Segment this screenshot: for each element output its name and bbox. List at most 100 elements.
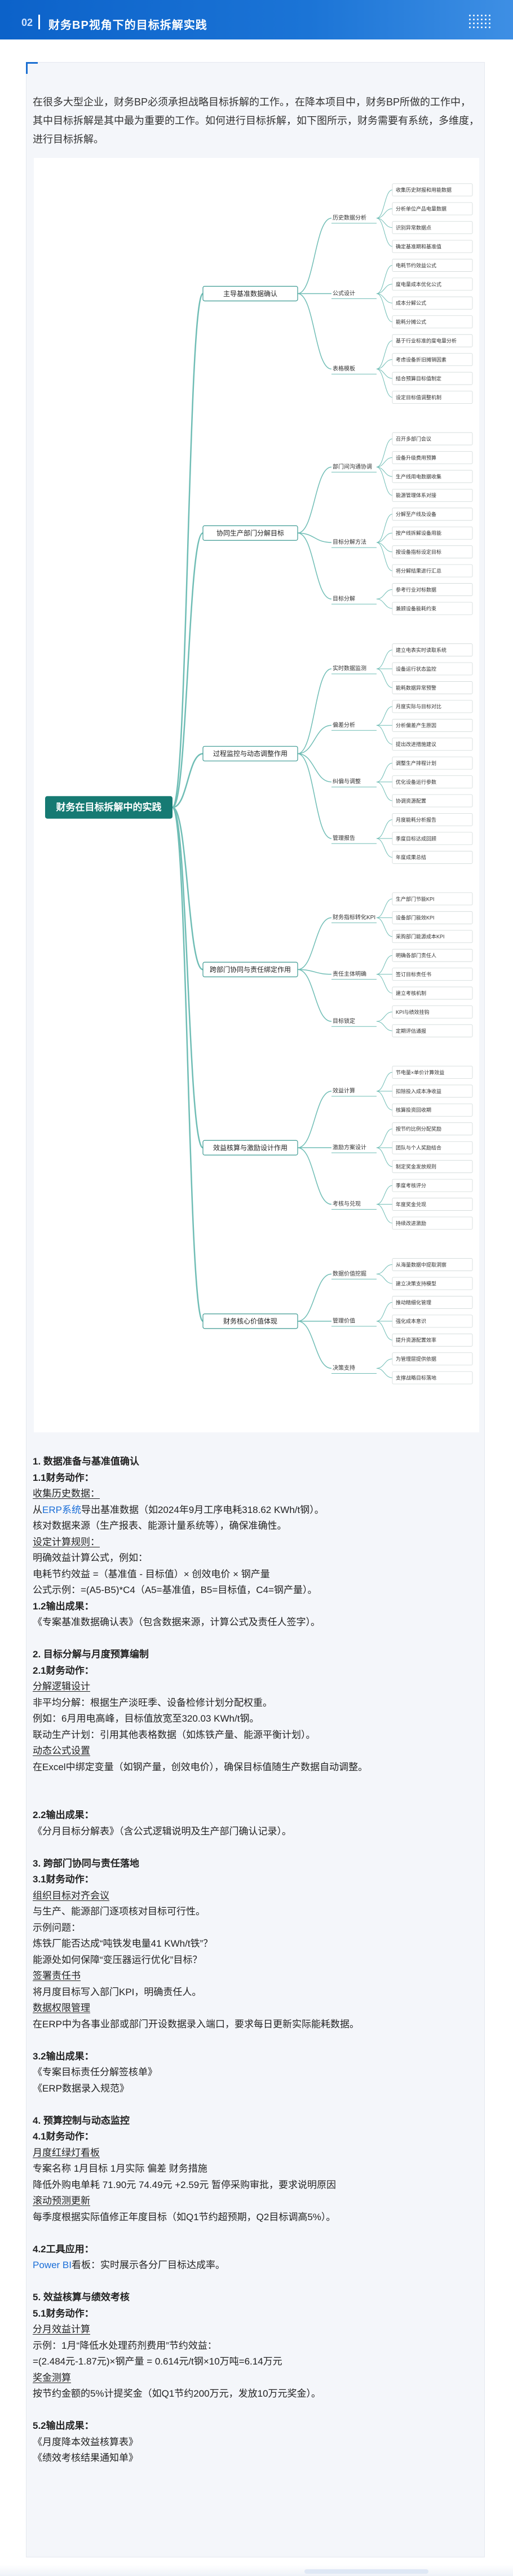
group-connector (297, 969, 332, 975)
mindmap-leaf-label: 按产线拆解设备用能 (396, 530, 441, 536)
inline-link[interactable]: Power BI (33, 2260, 72, 2270)
mindmap-group-label: 决策支持 (333, 1364, 355, 1371)
mindmap-leaf-label: 调整生产排程计划 (396, 760, 436, 766)
mindmap-leaf-label: 按节约比例分配奖励 (396, 1126, 441, 1132)
body-line: Power BI看板：实时展示各分厂目标达成率。 (33, 2260, 225, 2270)
mindmap-leaf-label: 建立决策支持模型 (396, 1280, 436, 1286)
mindmap-leaf-box (392, 1103, 473, 1117)
mindmap-leaf-label: 明确各部门责任人 (396, 952, 436, 959)
mindmap-group-label: 目标分解 (333, 595, 355, 602)
mindmap-root-box (45, 796, 173, 819)
leaf-connector (376, 589, 393, 599)
body-line (33, 2032, 480, 2049)
mindmap-svg: 财务在目标拆解中的实践主导基准数据确认历史数据分析收集历史财报和用能数据分析单位… (45, 183, 473, 1384)
leaf-connector (376, 1072, 393, 1092)
mindmap-group-label: 表格模板 (333, 365, 355, 372)
leaf-connector (376, 1147, 393, 1167)
leaf-connector (376, 955, 393, 975)
branch-connector (171, 806, 204, 1149)
mindmap-group-label: 管理报告 (333, 835, 355, 842)
mindmap-leaf-box (392, 1216, 473, 1230)
mindmap-leaf-label: 参考行业对标数据 (396, 586, 436, 593)
mindmap-leaf-label: 能源管理体系对接 (396, 492, 436, 499)
mindmap-leaf-box (392, 315, 473, 329)
leaf-connector (376, 706, 393, 726)
section-heading: 3.2输出成果： (33, 2050, 94, 2062)
leaf-connector (376, 1204, 393, 1224)
inline-link[interactable]: ERP系统 (42, 1504, 81, 1515)
leaf-connector (376, 917, 393, 937)
mindmap-leaf-label: 生产线用电数据收集 (396, 473, 441, 479)
mindmap-group-label: 目标分解方法 (333, 539, 366, 546)
mindmap-leaf-box (392, 1084, 473, 1098)
leaf-connector (376, 1021, 393, 1031)
mindmap-leaf-box (392, 949, 473, 962)
mindmap-leaf-box (392, 583, 473, 596)
group-connector (297, 969, 332, 1022)
leaf-connector (376, 838, 393, 858)
mindmap-leaf-box (392, 508, 473, 521)
mindmap-group-label: 公式设计 (333, 289, 355, 297)
body-line: 与生产、能源部门逐项核对目标可行性。 (33, 1906, 205, 1917)
branch-connector (172, 753, 204, 808)
body-line: 《绩效考核结果通知单》 (33, 2453, 138, 2463)
mindmap-leaf-box (392, 1258, 473, 1271)
mindmap-leaf-box (392, 850, 473, 864)
mindmap-leaf-label: 确定基准期和基准值 (396, 243, 441, 249)
mindmap-group-label: 考核与兑现 (333, 1200, 361, 1207)
mindmap-leaf-label: 优化设备运行参数 (396, 779, 436, 785)
subsection-label: 数据权限管理 (33, 2002, 90, 2013)
body-line: 明确效益计算公式，例如： (33, 1552, 148, 1563)
mindmap-leaf-label: KPI与绩效挂钩 (396, 1009, 430, 1015)
mindmap-group-label: 偏差分析 (333, 721, 355, 729)
mindmap-group-label: 数据价值挖掘 (333, 1270, 366, 1277)
mindmap-leaf-label: 核算投资回收期 (396, 1107, 431, 1113)
mindmap-leaf-label: 团队与个人奖励结合 (396, 1145, 441, 1151)
section-heading: 1.2输出成果： (33, 1600, 94, 1612)
section-heading: 5.2输出成果： (33, 2420, 94, 2431)
subsection-label: 分月效益计算 (33, 2324, 90, 2335)
mindmap-leaf-box (392, 718, 473, 732)
mindmap-group-label: 财务指标转化KPI (333, 914, 375, 921)
leaf-connector (376, 1358, 393, 1369)
leaf-connector (376, 466, 393, 496)
mindmap-branch-label: 财务核心价值体现 (223, 1317, 277, 1325)
group-connector (297, 293, 332, 370)
group-connector (297, 1091, 332, 1148)
mindmap-leaf-label: 协调资源配置 (396, 797, 426, 804)
body-line: 例如：6月用电高峰，目标值放宽至320.03 KWh/t钢。 (33, 1713, 259, 1724)
leaf-connector (376, 293, 393, 303)
scroll-indicator[interactable] (304, 2569, 428, 2574)
leaf-connector (376, 782, 393, 801)
mindmap-leaf-box (392, 451, 473, 464)
mindmap-leaf-label: 制定奖金发放规则 (396, 1163, 436, 1170)
mindmap-leaf-box (392, 968, 473, 981)
body-line (33, 2097, 480, 2113)
body-line: 炼铁厂能否达成“吨铁发电量41 KWh/t铁”？ (33, 1938, 213, 1949)
group-connector (297, 218, 332, 294)
mindmap-branch-label: 主导基准数据确认 (223, 289, 277, 298)
mindmap-leaf-box (392, 432, 473, 445)
mindmap-leaf-label: 月度能耗分析报告 (396, 817, 436, 823)
body-line: 示例问题： (33, 1922, 81, 1933)
mindmap-leaf-box (392, 259, 473, 272)
leaf-connector (376, 293, 393, 323)
leaf-connector (376, 218, 393, 228)
group-connector (297, 1147, 332, 1205)
mindmap-leaf-box (392, 334, 473, 347)
subsection-label: 组织目标对齐会议 (33, 1890, 109, 1901)
mindmap-leaf-label: 建立考核机制 (396, 990, 426, 996)
branch-connector (172, 806, 204, 971)
leaf-connector (376, 725, 393, 745)
subsection-label: 动态公式设置 (33, 1745, 90, 1756)
mindmap-leaf-box (392, 202, 473, 215)
section-header: 02 财务BP视角下的目标拆解实践 (0, 0, 513, 39)
mindmap-leaf-box (392, 564, 473, 577)
mindmap-leaf-label: 节电量×单价计算效益 (396, 1069, 444, 1075)
section-heading: 2. 目标分解与月度预算编制 (33, 1649, 149, 1660)
section-heading: 5.1财务动作： (33, 2308, 94, 2319)
mindmap-branch-box (202, 961, 298, 977)
subsection-label: 滚动预测更新 (33, 2195, 90, 2206)
body-line: 专案名称 1月目标 1月实际 偏差 财务措施 (33, 2163, 207, 2174)
leaf-connector (376, 264, 393, 294)
